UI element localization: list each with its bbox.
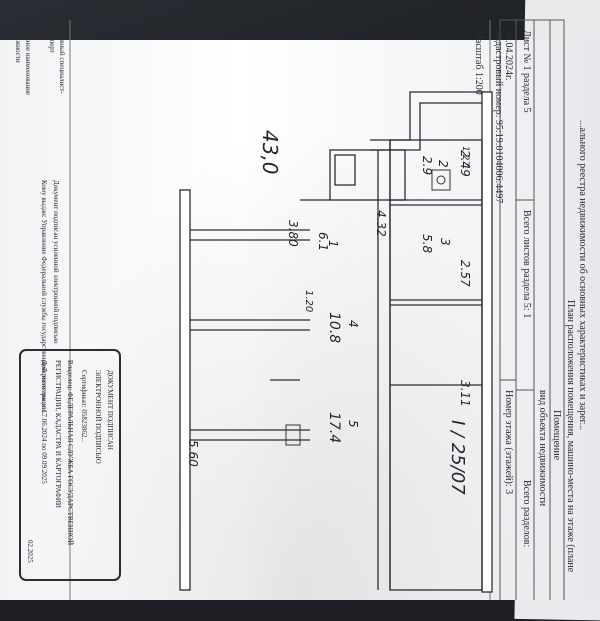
stamp-validity: Действителен: с 17.06.2024 по 09.09.2025 — [40, 360, 48, 484]
stamp-owner: Владелец: ФЕДЕРАЛЬНАЯ СЛУЖБА ГОСУДАРСТВЕ… — [66, 360, 74, 546]
room-4-number: 4 — [346, 320, 360, 328]
label-3-80: 3.80 — [286, 220, 300, 247]
position-label-2: должности — [14, 30, 22, 63]
floor-plan — [179, 91, 493, 593]
label-5-60: 5.60 — [186, 440, 200, 467]
floor-number: Номер этажа (этажей): 3 — [503, 390, 514, 495]
label-3-11: 3.11 — [458, 380, 472, 407]
room-3-area: 5.8 — [420, 234, 434, 254]
sheet-number: Лист № 1 раздела 5 — [521, 30, 532, 113]
room-2-number: 2 — [436, 160, 450, 168]
label-1-20: 1.20 — [303, 290, 314, 313]
doc-signed-line: Документ подписан усиленной электронной … — [52, 180, 60, 344]
header-line2: План расположения помещения, машино-мест… — [565, 300, 576, 573]
room-1-area: 6.1 — [316, 232, 330, 252]
room-5-area: 17.4 — [326, 412, 342, 444]
scale-label: Масштаб 1:200 — [473, 30, 484, 95]
room-4-area: 10.8 — [326, 312, 342, 344]
stamp-certificate: Сертификат: 05823862... — [80, 370, 88, 443]
chief-title-2: эксперт — [48, 30, 56, 53]
cadastral-number: Кадастровый номер: 95:19:0104006:4497 — [493, 30, 504, 204]
stamp-title: ДОКУМЕНТ ПОДПИСАН — [106, 370, 114, 450]
label-1-27: 1.27 — [460, 146, 470, 167]
header-line4: вид объекта недвижимости — [537, 390, 548, 507]
stamp-title-2: ЭЛЕКТРОННОЙ ПОДПИСЬЮ — [94, 370, 102, 464]
room-3-number: 3 — [438, 238, 452, 246]
header-line1: ...ального реестра недвижимости об основ… — [577, 120, 588, 431]
room-2-area: 2.9 — [420, 156, 434, 176]
total-area: 43,0 — [258, 130, 282, 175]
label-2-57: 2.57 — [458, 260, 472, 287]
sheets-total: Всего листов раздела 5: 1 — [521, 210, 532, 319]
document-date: 24.04.2024г. — [503, 30, 514, 81]
stamp-date: 02.2025 — [26, 540, 34, 563]
chief-title: Главный специалист- — [58, 30, 66, 94]
position-label: полное наименование — [24, 30, 32, 96]
stamp-owner-2: РЕГИСТРАЦИИ, КАДАСТРА И КАРТОГРАФИИ — [54, 360, 62, 508]
room-5-number: 5 — [346, 420, 360, 428]
document-content: ...ального реестра недвижимости об основ… — [14, 19, 588, 600]
header-line3: Помещение — [551, 410, 562, 461]
label-4-32: 4.32 — [374, 210, 388, 237]
rotated-document: ...ального реестра недвижимости об основ… — [14, 19, 588, 600]
document-lines — [19, 19, 565, 600]
sections-total: Всего разделов: — [521, 480, 532, 548]
floor-code: I / 25/07 — [447, 420, 468, 495]
